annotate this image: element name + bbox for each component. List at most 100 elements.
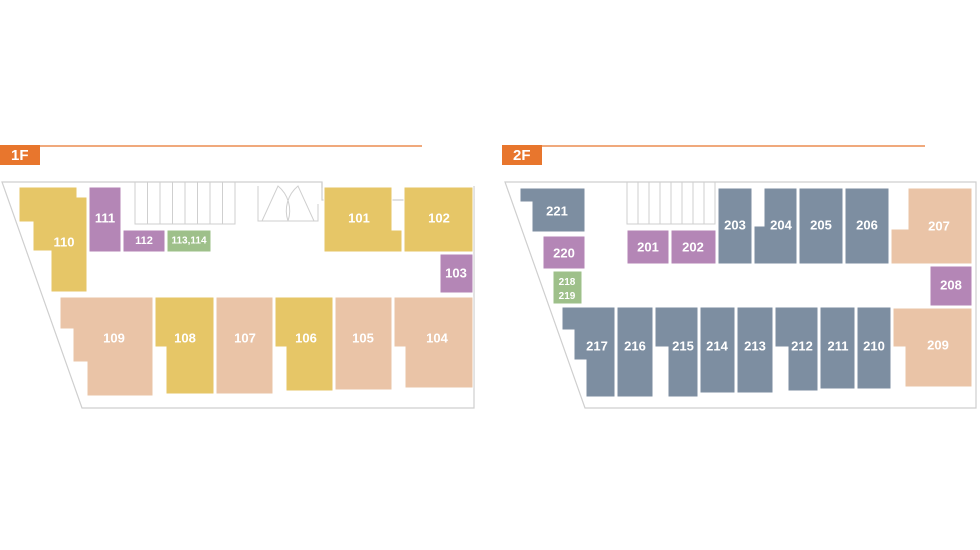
room-204-shape[interactable]: [753, 187, 798, 265]
room-101-shape[interactable]: [323, 186, 403, 253]
room-203-label: 203: [724, 218, 746, 233]
room-106-label: 106: [295, 331, 317, 346]
room-111-label: 111: [95, 211, 115, 226]
room-208-shape[interactable]: [929, 265, 973, 307]
room-204[interactable]: 204: [753, 187, 798, 265]
room-221[interactable]: 221: [519, 187, 586, 233]
room-221-label: 221: [546, 204, 568, 219]
floor-2f-tag: 2F: [513, 147, 531, 164]
room-107-label: 107: [234, 331, 256, 346]
room-218-219-shape[interactable]: [552, 270, 583, 305]
room-112[interactable]: 112: [122, 229, 166, 253]
room-213-shape[interactable]: [736, 306, 774, 394]
room-217-shape[interactable]: [561, 306, 616, 398]
room-101[interactable]: 101: [323, 186, 403, 253]
room-206-shape[interactable]: [844, 187, 890, 265]
room-108-shape[interactable]: [154, 296, 215, 395]
room-207-label: 207: [928, 219, 950, 234]
room-202-shape[interactable]: [670, 229, 717, 265]
room-210[interactable]: 210: [856, 306, 892, 390]
room-208[interactable]: 208: [929, 265, 973, 307]
room-203[interactable]: 203: [717, 187, 753, 265]
room-109-label: 109: [103, 331, 125, 346]
room-104-shape[interactable]: [393, 296, 474, 389]
room-112-label: 112: [135, 235, 153, 247]
room-107[interactable]: 107: [215, 296, 274, 395]
room-205[interactable]: 205: [798, 187, 844, 265]
room-203-shape[interactable]: [717, 187, 753, 265]
room-214-shape[interactable]: [699, 306, 736, 394]
room-202[interactable]: 202: [670, 229, 717, 265]
room-214-label: 214: [706, 339, 728, 354]
room-107-shape[interactable]: [215, 296, 274, 395]
room-105[interactable]: 105: [334, 296, 393, 391]
room-205-label: 205: [810, 218, 832, 233]
room-211-shape[interactable]: [819, 306, 856, 390]
room-105-label: 105: [352, 331, 374, 346]
room-211-label: 211: [828, 339, 849, 354]
room-104-label: 104: [426, 331, 448, 346]
room-113-114-shape[interactable]: [166, 229, 212, 253]
room-216-label: 216: [624, 339, 646, 354]
room-113-114[interactable]: 113,114: [166, 229, 212, 253]
room-103[interactable]: 103: [439, 253, 474, 294]
room-106-shape[interactable]: [274, 296, 334, 392]
room-207-shape[interactable]: [890, 187, 973, 265]
room-202-label: 202: [682, 240, 704, 255]
floor-1f-tag-badge: [0, 145, 40, 165]
room-102[interactable]: 102: [403, 186, 474, 253]
room-102-label: 102: [428, 211, 450, 226]
room-205-shape[interactable]: [798, 187, 844, 265]
floor-2f-outline: [504, 181, 977, 409]
room-110-label: 110: [54, 235, 75, 250]
room-213-label: 213: [744, 339, 766, 354]
room-209-label: 209: [927, 338, 949, 353]
room-220-label: 220: [553, 246, 575, 261]
room-213[interactable]: 213: [736, 306, 774, 394]
room-201-shape[interactable]: [626, 229, 670, 265]
room-220[interactable]: 220: [542, 235, 586, 270]
room-216-shape[interactable]: [616, 306, 654, 398]
room-211[interactable]: 211: [819, 306, 856, 390]
floor-1f-wall-0: [321, 182, 475, 200]
room-112-shape[interactable]: [122, 229, 166, 253]
room-220-shape[interactable]: [542, 235, 586, 270]
room-209-shape[interactable]: [892, 307, 973, 388]
room-212[interactable]: 212: [774, 306, 819, 392]
room-106[interactable]: 106: [274, 296, 334, 392]
room-108[interactable]: 108: [154, 296, 215, 395]
room-215-label: 215: [672, 339, 694, 354]
room-104[interactable]: 104: [393, 296, 474, 389]
room-109[interactable]: 109: [59, 296, 154, 397]
room-214[interactable]: 214: [699, 306, 736, 394]
room-201[interactable]: 201: [626, 229, 670, 265]
room-102-shape[interactable]: [403, 186, 474, 253]
room-103-shape[interactable]: [439, 253, 474, 294]
room-210-label: 210: [863, 339, 885, 354]
room-212-shape[interactable]: [774, 306, 819, 392]
room-221-shape[interactable]: [519, 187, 586, 233]
room-206[interactable]: 206: [844, 187, 890, 265]
room-210-shape[interactable]: [856, 306, 892, 390]
room-103-label: 103: [445, 266, 467, 281]
room-111-shape[interactable]: [88, 186, 122, 253]
floor-1f-tag: 1F: [11, 147, 29, 164]
room-215-shape[interactable]: [654, 306, 699, 398]
room-109-shape[interactable]: [59, 296, 154, 397]
room-217[interactable]: 217: [561, 306, 616, 398]
room-215[interactable]: 215: [654, 306, 699, 398]
room-207[interactable]: 207: [890, 187, 973, 265]
room-209[interactable]: 209: [892, 307, 973, 388]
floor-1f: 1F 110 111 112 113,114 101 102 103 109 108 107 106 1…: [0, 145, 475, 409]
room-110-shape[interactable]: [18, 186, 88, 293]
room-216[interactable]: 216: [616, 306, 654, 398]
room-111[interactable]: 111: [88, 186, 122, 253]
floor-1f-entrance-door: [257, 185, 319, 222]
room-110[interactable]: 110: [18, 186, 88, 293]
room-105-shape[interactable]: [334, 296, 393, 391]
room-212-label: 212: [791, 339, 813, 354]
